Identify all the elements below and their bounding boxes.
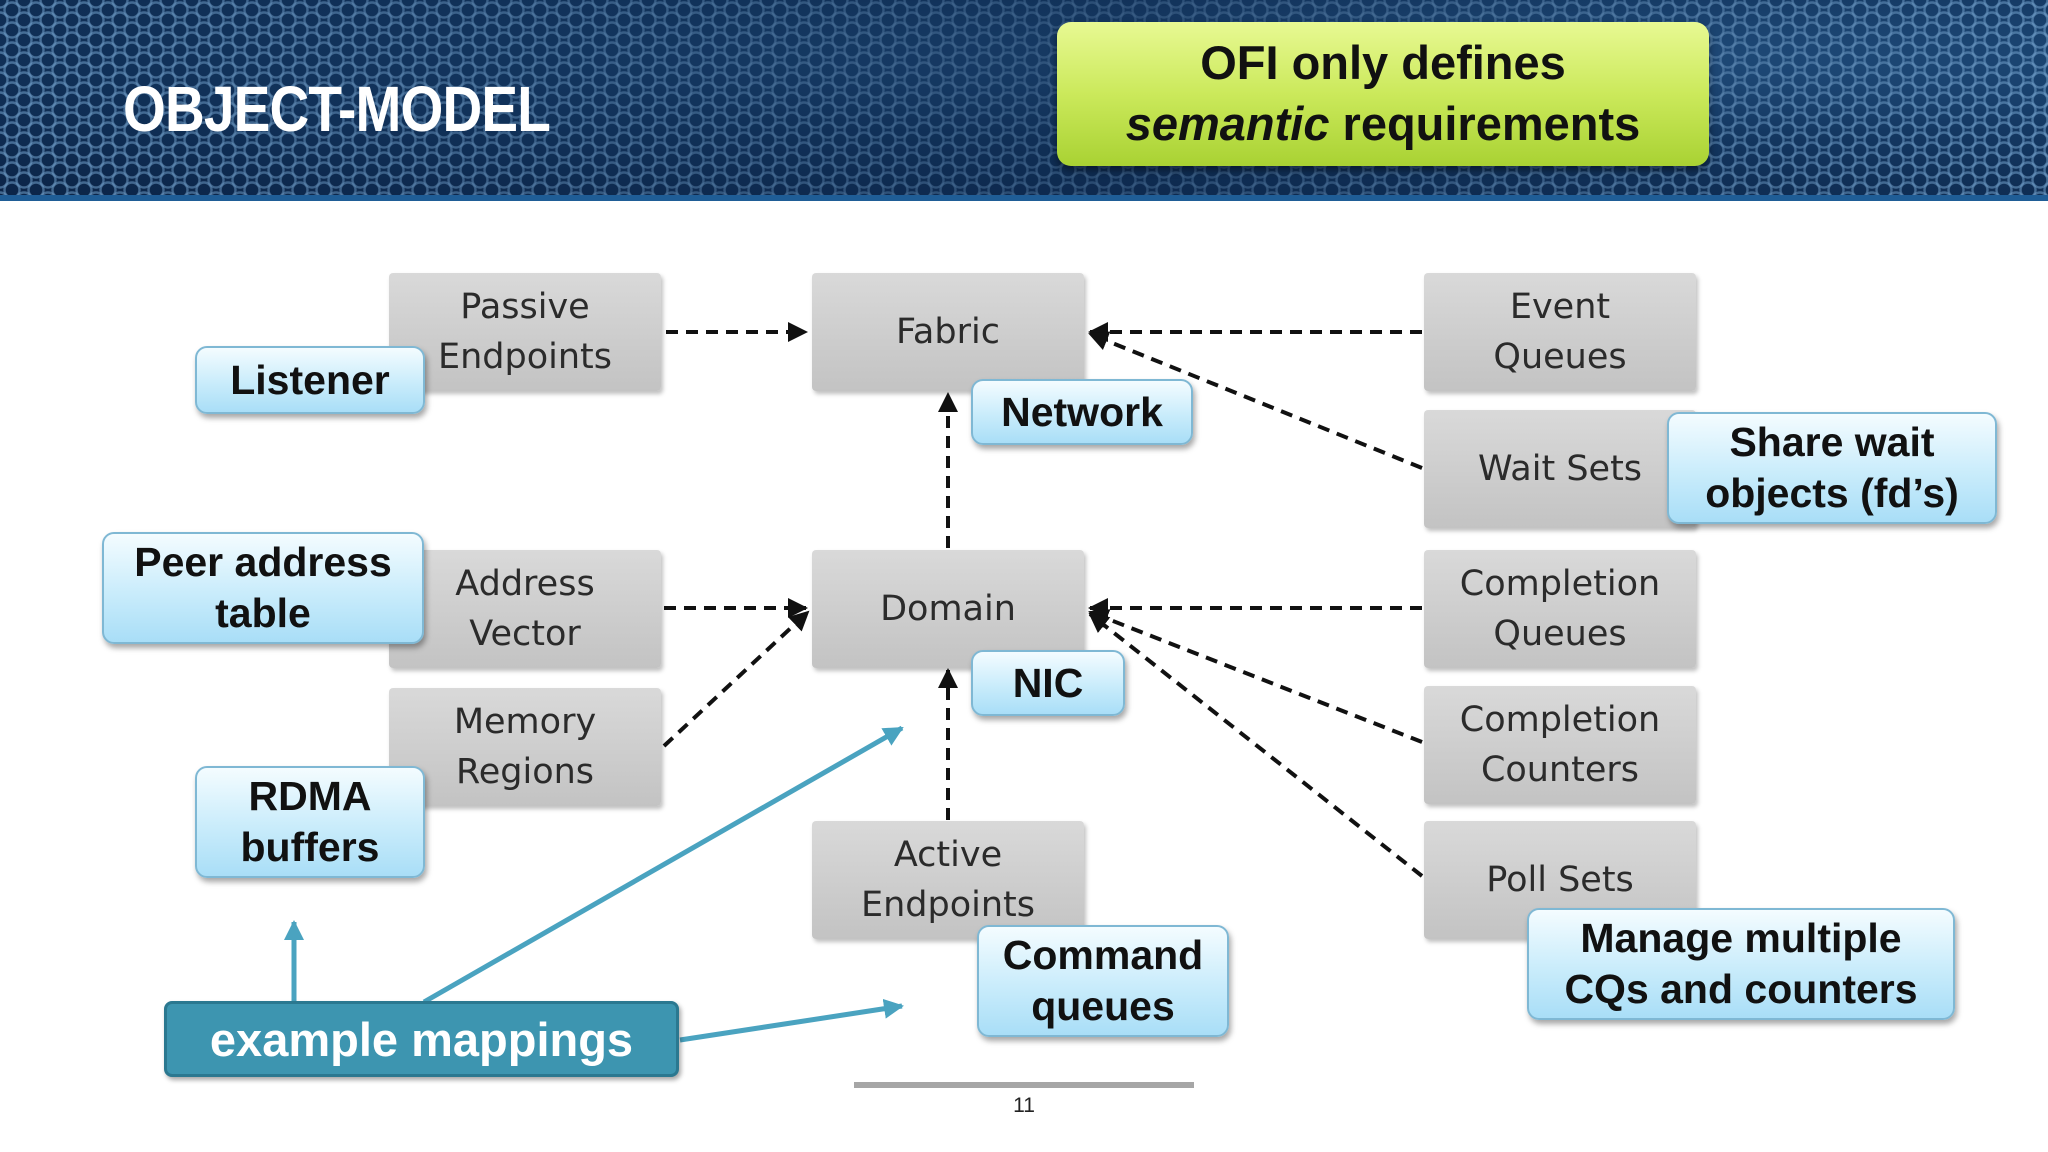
page-number: 11 xyxy=(1013,1094,1035,1117)
callout-line-2-rest: requirements xyxy=(1329,97,1641,150)
slide-title: OBJECT-MODEL xyxy=(123,73,551,145)
callout-line-1: OFI only defines xyxy=(1200,36,1566,89)
semantic-requirements-callout: OFI only defines semantic requirements xyxy=(1057,22,1709,166)
node-fabric: Fabric xyxy=(812,273,1084,391)
callout-listener: Listener xyxy=(195,346,425,414)
callout-italic-word: semantic xyxy=(1125,97,1330,150)
callout-nic: NIC xyxy=(971,650,1125,716)
node-completion-counters: Completion Counters xyxy=(1424,686,1696,804)
arrow-counters-to-domain xyxy=(1088,609,1423,744)
node-active-endpoints: Active Endpoints xyxy=(812,821,1084,939)
node-memory-regions: Memory Regions xyxy=(389,688,661,806)
arrow-memory-to-domain xyxy=(662,610,810,748)
callout-network: Network xyxy=(971,379,1193,445)
arrow-pollsets-to-domain xyxy=(1088,612,1424,878)
node-passive-endpoints: Passive Endpoints xyxy=(389,273,661,391)
node-address-vector: Address Vector xyxy=(389,550,661,668)
node-domain: Domain xyxy=(812,550,1084,668)
footer-divider xyxy=(854,1082,1194,1088)
callout-peer-address-table: Peer address table xyxy=(102,532,424,644)
callout-line-2: semantic requirements xyxy=(1057,93,1709,154)
mapping-arrow-diagonal xyxy=(422,725,904,1005)
node-completion-queues: Completion Queues xyxy=(1424,550,1696,668)
node-event-queues: Event Queues xyxy=(1424,273,1696,391)
mapping-arrow-right xyxy=(679,998,904,1043)
example-mappings-label: example mappings xyxy=(164,1001,679,1077)
callout-command-queues: Command queues xyxy=(977,925,1229,1037)
node-wait-sets: Wait Sets xyxy=(1424,410,1696,528)
callout-manage-multiple: Manage multiple CQs and counters xyxy=(1527,908,1955,1020)
callout-rdma-buffers: RDMA buffers xyxy=(195,766,425,878)
header-divider xyxy=(0,195,2048,201)
callout-share-wait-objects: Share wait objects (fd’s) xyxy=(1667,412,1997,524)
